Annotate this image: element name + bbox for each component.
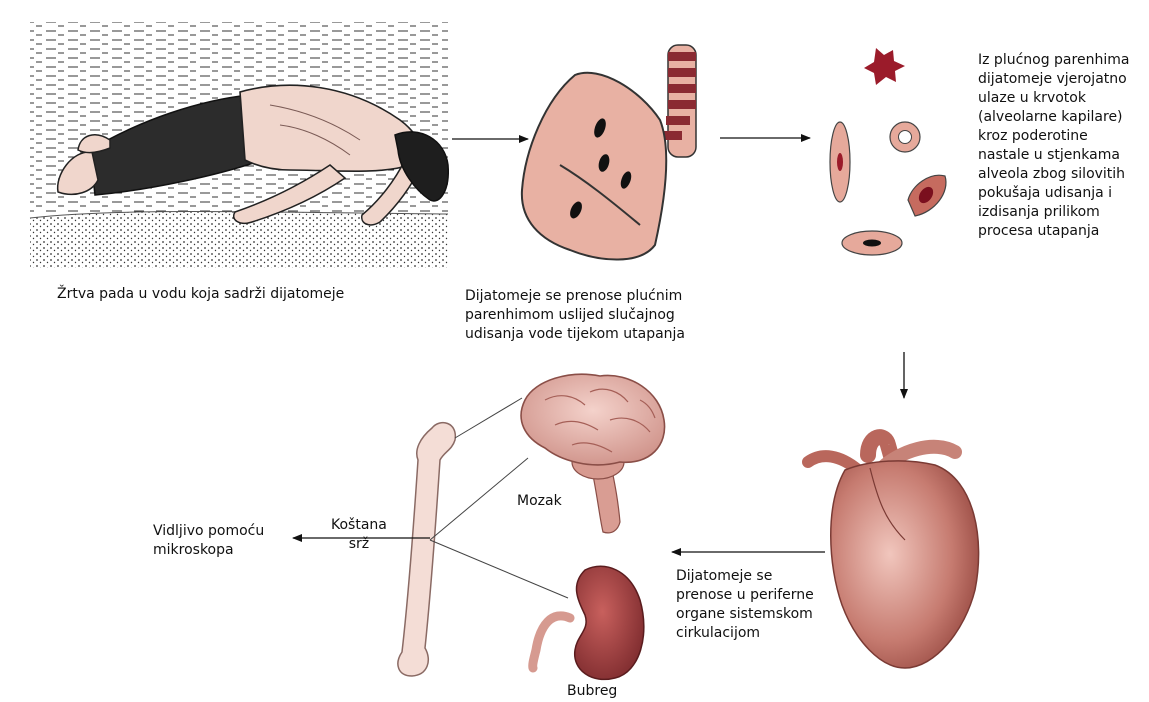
caption-line: alveola zbog silovitih	[978, 165, 1129, 184]
caption-line: Mozak	[517, 492, 562, 511]
label-bone-marrow: Koštana srž	[331, 516, 387, 554]
diatom-star	[864, 48, 905, 85]
caption-line: Bubreg	[567, 682, 617, 701]
label-brain: Mozak	[517, 492, 562, 511]
caption-line: ulaze u krvotok	[978, 89, 1129, 108]
caption-line: procesa utapanja	[978, 222, 1129, 241]
diatom-cells-icon	[830, 48, 946, 255]
caption-line: kroz poderotine	[978, 127, 1129, 146]
caption-line: mikroskopa	[153, 541, 264, 560]
caption-line: organe sistemskom	[676, 605, 814, 624]
drowning-victim-illustration	[30, 22, 448, 268]
caption-line: Koštana	[331, 516, 387, 535]
caption-victim-falls-in-water: Žrtva pada u vodu koja sadrži dijatomeje	[57, 285, 344, 304]
caption-line: parenhimom uslijed slučajnog	[465, 306, 685, 325]
caption-visible-under-microscope: Vidljivo pomoću mikroskopa	[153, 522, 264, 560]
caption-diatoms-enter-bloodstream: Iz plućnog parenhima dijatomeje vjerojat…	[978, 51, 1129, 241]
lung-icon	[522, 45, 696, 260]
caption-line: Iz plućnog parenhima	[978, 51, 1129, 70]
caption-line: Dijatomeje se	[676, 567, 814, 586]
caption-lung-transport: Dijatomeje se prenose plućnim parenhimom…	[465, 287, 685, 344]
caption-line: udisanja vode tijekom utapanja	[465, 325, 685, 344]
caption-line: nastale u stjenkama	[978, 146, 1129, 165]
femur-bone-icon	[398, 423, 455, 676]
caption-line: Žrtva pada u vodu koja sadrži dijatomeje	[57, 285, 344, 304]
caption-line: srž	[331, 535, 387, 554]
kidney-icon	[533, 566, 644, 679]
caption-line: cirkulacijom	[676, 624, 814, 643]
caption-line: Dijatomeje se prenose plućnim	[465, 287, 685, 306]
caption-line: izdisanja prilikom	[978, 203, 1129, 222]
caption-line: prenose u periferne	[676, 586, 814, 605]
label-kidney: Bubreg	[567, 682, 617, 701]
heart-icon	[808, 437, 979, 668]
caption-line: (alveolarne kapilare)	[978, 108, 1129, 127]
caption-line: dijatomeje vjerojatno	[978, 70, 1129, 89]
caption-systemic-circulation: Dijatomeje se prenose u periferne organe…	[676, 567, 814, 643]
caption-line: pokušaja udisanja i	[978, 184, 1129, 203]
caption-line: Vidljivo pomoću	[153, 522, 264, 541]
